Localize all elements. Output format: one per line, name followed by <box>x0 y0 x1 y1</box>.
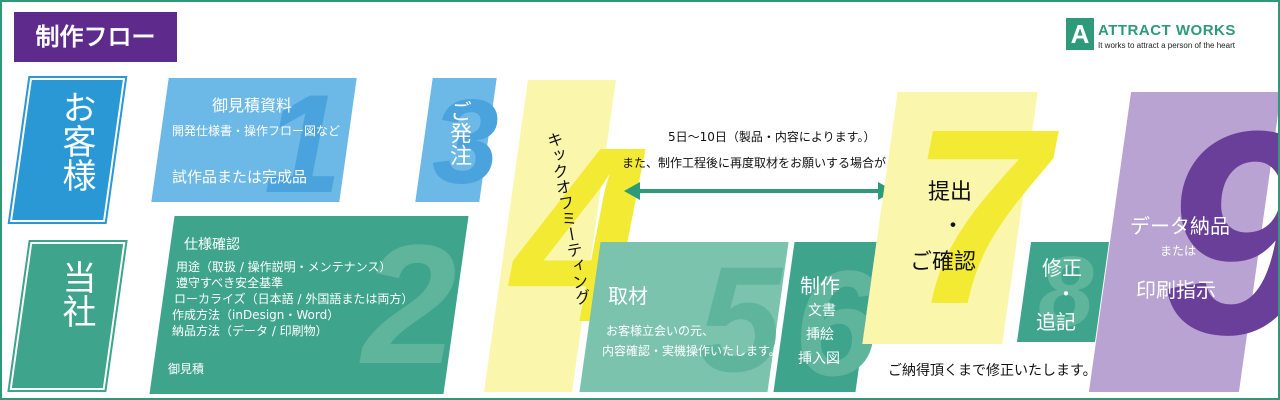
step-8-line1: 修正 <box>1042 256 1082 280</box>
step-6-line1: 文書 <box>808 303 836 319</box>
step-1: 1 御見積資料 開発仕様書・操作フロー図など 試作品または完成品 <box>151 74 357 214</box>
logo-name: ATTRACT WORKS <box>1098 22 1236 39</box>
lane-company-label: 当社 <box>56 260 96 328</box>
step-1-number: 1 <box>264 65 342 222</box>
lane-client-label: お客様 <box>56 90 96 192</box>
step-8-line2: ・ <box>1056 282 1076 306</box>
revision-note: ご納得頂くまで修正いたします。 <box>888 363 1097 379</box>
duration-note-line2: また、制作工程後に再度取材をお願いする場合がございます。 <box>622 156 957 170</box>
step-1-line1: 御見積資料 <box>212 96 293 115</box>
step-6-line2: 挿絵 <box>806 327 834 343</box>
step-2-number: 2 <box>362 210 457 400</box>
step-7-line2: ・ <box>942 214 965 239</box>
step-9: 9 データ納品 または 印刷指示 <box>1088 88 1278 392</box>
logo-mark-icon: A <box>1066 18 1094 50</box>
step-2-item-2: 遵守すべき安全基準 <box>176 276 284 290</box>
page-title: 制作フロー <box>14 12 177 62</box>
lane-client: お客様 <box>7 76 128 224</box>
step-2-footer: 御見積 <box>168 362 205 376</box>
step-7-line1: 提出 <box>928 180 973 205</box>
step-3: 3 ご発注 <box>415 78 499 202</box>
step-4: 4 キックオフミーティング <box>484 80 651 392</box>
step-2-item-3: ローカライズ（日本語 / 外国語または両方） <box>174 292 414 306</box>
step-5: 5 取材 お客様立会いの元、 内容確認・実機操作いたします。 <box>579 235 789 400</box>
step-5-title: 取材 <box>608 284 648 308</box>
step-2-item-1: 用途（取扱 / 操作説明・メンテナンス） <box>176 260 392 274</box>
step-6: 6 制作 文書 挿絵 挿入図 <box>773 242 877 398</box>
step-3-label: ご発注 <box>446 100 471 166</box>
step-6-title: 制作 <box>800 274 840 298</box>
step-2: 2 仕様確認 用途（取扱 / 操作説明・メンテナンス） 遵守すべき安全基準 ロー… <box>149 210 469 400</box>
step-7: 7 提出 ・ ご確認 <box>862 92 1049 344</box>
step-2-item-5: 納品方法（データ / 印刷物） <box>172 324 328 338</box>
step-8: 8 修正 ・ 追記 <box>1016 236 1110 348</box>
step-2-item-4: 作成方法（inDesign・Word） <box>172 308 340 322</box>
logo-tagline: It works to attract a person of the hear… <box>1098 41 1235 50</box>
step-9-line3: 印刷指示 <box>1136 278 1216 302</box>
duration-note-line1: 5日～10日（製品・内容によります。） <box>668 130 876 144</box>
step-5-line2: 内容確認・実機操作いたします。 <box>602 344 781 358</box>
step-5-line1: お客様立会いの元、 <box>606 324 715 338</box>
step-1-line2: 開発仕様書・操作フロー図など <box>172 124 341 138</box>
step-9-number: 9 <box>1160 88 1278 378</box>
step-2-title: 仕様確認 <box>184 237 240 253</box>
step-6-line3: 挿入図 <box>798 351 840 367</box>
step-6-number: 6 <box>794 239 878 400</box>
step-9-line1: データ納品 <box>1130 214 1230 238</box>
lane-company: 当社 <box>7 240 128 392</box>
step-8-line3: 追記 <box>1036 310 1076 334</box>
step-5-number: 5 <box>698 235 782 400</box>
double-arrow-icon <box>624 182 894 200</box>
step-7-line3: ご確認 <box>910 250 977 275</box>
logo: A ATTRACT WORKS It works to attract a pe… <box>1066 16 1276 56</box>
step-3-number: 3 <box>432 75 499 209</box>
step-1-line3: 試作品または完成品 <box>172 168 308 186</box>
step-8-number: 8 <box>1038 236 1094 348</box>
step-9-line2: または <box>1160 244 1197 258</box>
